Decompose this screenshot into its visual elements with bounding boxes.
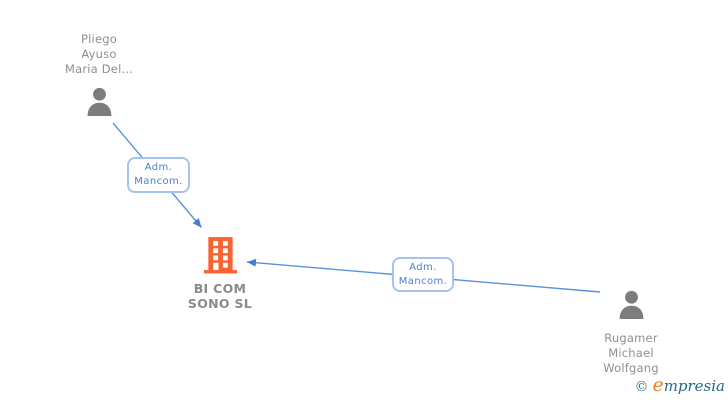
person-name-line: Maria Del... — [64, 62, 134, 76]
node-person-rugamer[interactable]: Rugamer Michael Wolfgang — [571, 290, 691, 376]
person-name: Pliego Ayuso Maria Del... — [39, 32, 159, 77]
node-company-bi-com-sono-sl[interactable]: BI COM SONO SL — [170, 237, 270, 311]
person-name: Rugamer Michael Wolfgang — [571, 331, 691, 376]
edge-label-line: Adm. — [409, 261, 437, 273]
person-icon — [617, 290, 646, 319]
edge-label-line: Mancom. — [134, 176, 183, 187]
watermark-brand-initial: e — [652, 374, 664, 396]
company-name: BI COM SONO SL — [170, 281, 270, 311]
company-name-line: SONO SL — [187, 295, 253, 311]
empresia-watermark: ©empresia — [634, 374, 725, 396]
edge-label-line: Mancom. — [398, 275, 448, 287]
node-person-pliego[interactable]: Pliego Ayuso Maria Del... — [39, 32, 159, 120]
person-icon — [85, 87, 114, 116]
person-name-line: Rugamer — [604, 331, 658, 345]
watermark-brand-text: mpresia — [663, 377, 725, 395]
person-name-line: Wolfgang — [603, 361, 659, 375]
edge-label-adm-mancom-1[interactable]: Adm. Mancom. — [127, 157, 190, 193]
building-icon — [203, 237, 237, 274]
edge-label-line: Adm. — [144, 162, 173, 173]
person-name-line: Pliego — [81, 32, 117, 46]
company-name-line: BI COM — [193, 281, 247, 296]
edge-label-adm-mancom-2[interactable]: Adm. Mancom. — [392, 257, 454, 292]
person-name-line: Michael — [608, 346, 654, 360]
person-name-line: Ayuso — [81, 47, 117, 61]
copyright-icon: © — [634, 379, 649, 395]
